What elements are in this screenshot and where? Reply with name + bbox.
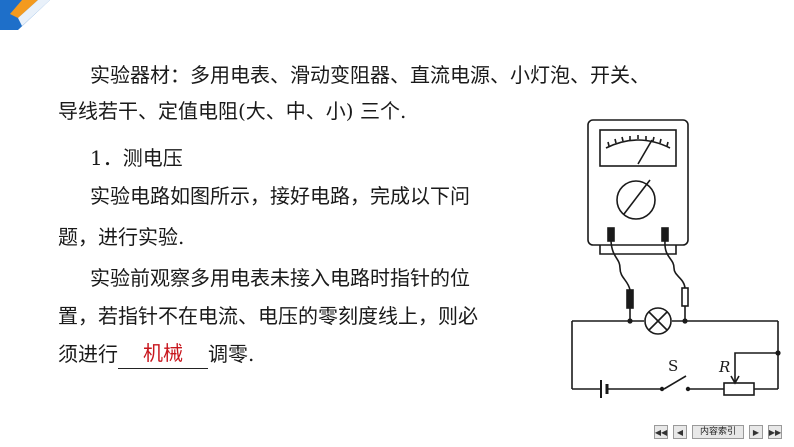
selector-dial <box>616 180 656 220</box>
observe-line-3-suffix: 调零. <box>208 342 255 366</box>
observe-line-2: 置，若指针不在电流、电压的零刻度线上，则必 <box>58 304 478 328</box>
observe-line-3: 须进行 机械 调零. <box>58 336 254 372</box>
red-probe <box>681 287 689 307</box>
materials-line-2: 导线若干、定值电阻(大、中、小) 三个. <box>58 99 407 123</box>
previous-icon: ◀ <box>676 427 684 437</box>
observe-line-1: 实验前观察多用电表未接入电路时指针的位 <box>90 266 470 290</box>
observe-line-3-prefix: 须进行 <box>58 342 118 366</box>
circuit-line-2: 题，进行实验. <box>58 225 185 249</box>
rheostat-slider <box>734 352 778 383</box>
next-page-button[interactable]: ▶ <box>749 425 763 439</box>
multimeter-body <box>587 119 689 246</box>
next-icon: ▶ <box>752 427 760 437</box>
meter-scale-arc <box>605 139 671 149</box>
corner-decoration <box>0 0 50 30</box>
previous-page-button[interactable]: ◀ <box>672 425 687 439</box>
meter-display <box>599 129 677 167</box>
answer-blank: 机械 <box>118 341 208 371</box>
last-page-button[interactable]: ▶▶ <box>768 425 782 439</box>
dial-pointer <box>623 179 651 215</box>
slide-navigation: ◀◀ ◀ 内容索引 ▶ ▶▶ <box>653 423 782 441</box>
content-index-button[interactable]: 内容索引 <box>691 425 744 439</box>
materials-line-1: 实验器材：多用电表、滑动变阻器、直流电源、小灯泡、开关、 <box>90 63 650 87</box>
resistor-label: R <box>718 358 730 376</box>
black-probe-lead <box>610 240 631 291</box>
multimeter-circuit-diagram: S R <box>571 119 781 398</box>
skip-forward-icon: ▶▶ <box>768 427 782 437</box>
answer-underline <box>118 367 208 369</box>
switch-blade <box>663 375 687 390</box>
multimeter-base <box>599 245 677 255</box>
skip-back-icon: ◀◀ <box>654 427 668 437</box>
switch-label: S <box>668 357 678 375</box>
meter-needle <box>637 139 653 165</box>
rheostat <box>723 382 755 396</box>
answer-text: 机械 <box>143 340 183 365</box>
first-page-button[interactable]: ◀◀ <box>653 425 668 439</box>
section-heading: 1．测电压 <box>90 146 183 170</box>
red-probe-lead <box>664 240 686 289</box>
black-probe <box>626 289 634 309</box>
circuit-line-1: 实验电路如图所示，接好电路，完成以下问 <box>90 184 470 208</box>
